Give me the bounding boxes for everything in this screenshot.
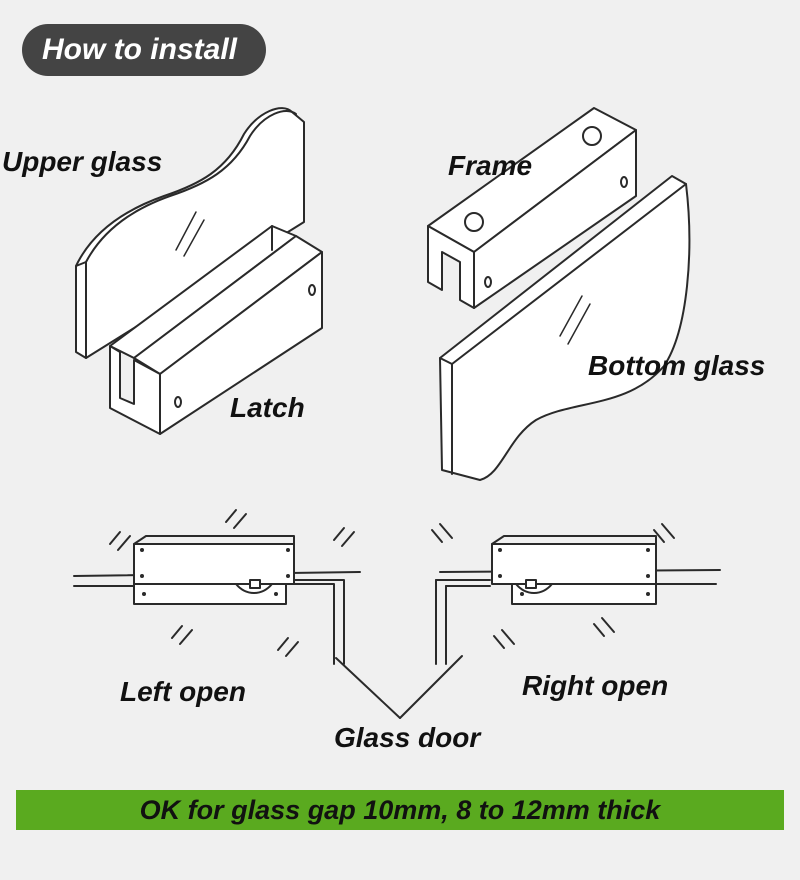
glass-gap-note-bar: OK for glass gap 10mm, 8 to 12mm thick: [16, 790, 784, 830]
glass-door-label: Glass door: [334, 722, 481, 753]
assembly-illustration: [73, 509, 721, 719]
bottom-glass-label: Bottom glass: [588, 350, 766, 381]
upper-glass-label: Upper glass: [2, 146, 163, 177]
upper-glass-illustration: [75, 107, 305, 359]
how-to-install-badge: How to install: [22, 24, 266, 76]
left-open-label: Left open: [120, 676, 246, 707]
latch-label: Latch: [230, 392, 305, 423]
right-open-label: Right open: [522, 670, 669, 701]
bottom-glass-illustration: [439, 175, 691, 481]
latch-illustration: [109, 225, 323, 435]
frame-illustration: [427, 107, 637, 309]
frame-label: Frame: [448, 150, 533, 181]
